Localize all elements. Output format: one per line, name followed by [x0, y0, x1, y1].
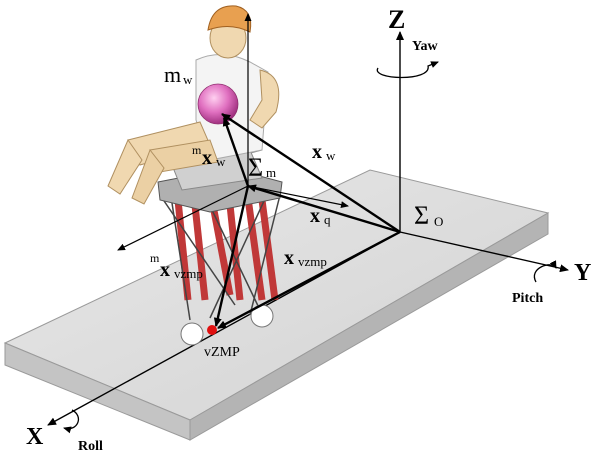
robot-and-rider	[107, 5, 283, 346]
label-x-vzmp: x	[284, 247, 294, 269]
label-axis-x: X	[26, 424, 44, 450]
vector-m-x-vzmp	[213, 185, 250, 327]
vector-x-vzmp	[217, 230, 401, 330]
label-x-vzmp-sub: vzmp	[298, 254, 327, 269]
label-x-w: x	[312, 141, 322, 163]
rotation-arcs	[63, 61, 557, 434]
parallel-link-legs	[159, 184, 281, 321]
label-m-x-vzmp-pre: m	[150, 251, 160, 265]
label-m-x-vzmp-sub: vzmp	[174, 266, 203, 281]
label-x-q: x	[310, 205, 320, 227]
local-y-axis	[247, 185, 349, 209]
vector-m-x-w	[222, 117, 250, 187]
label-axis-z: Z	[388, 5, 405, 34]
vector-x-w	[221, 112, 401, 234]
label-yaw: Yaw	[412, 39, 439, 54]
foot-sphere-left	[180, 322, 204, 346]
label-sigma-o-sub: O	[434, 214, 443, 229]
label-axis-y: Y	[574, 260, 591, 286]
label-m-x-w-sub: w	[216, 154, 226, 169]
label-sigma-m: Σ	[248, 153, 263, 182]
position-vectors	[213, 112, 401, 330]
vector-x-q	[247, 184, 401, 234]
label-m-w-sub: w	[183, 72, 193, 87]
label-vzmp: vZMP	[204, 345, 240, 360]
label-pitch: Pitch	[512, 291, 543, 306]
vzmp-point	[207, 325, 217, 335]
roll-arc-icon	[63, 409, 80, 434]
mass-sphere	[197, 83, 239, 125]
label-roll: Roll	[78, 439, 103, 452]
label-sigma-o: Σ	[414, 201, 429, 230]
yaw-arc-icon	[376, 61, 439, 79]
rider-arm	[249, 69, 280, 129]
label-m-x-vzmp: x	[160, 259, 170, 281]
rider-leg2-lower	[131, 148, 165, 205]
label-m-x-w: x	[202, 147, 212, 169]
axis-y-line	[399, 231, 569, 273]
label-x-q-sub: q	[324, 212, 331, 227]
label-sigma-m-sub: m	[266, 165, 276, 180]
label-m-x-w-pre: m	[192, 143, 202, 157]
labels: Z Yaw Y Pitch X Roll Σ O Σ m m w x w m x…	[26, 5, 591, 452]
local-x-axis	[117, 185, 249, 251]
local-frame-m	[117, 13, 349, 251]
rider-leg-lower	[107, 138, 143, 195]
label-m-w: m	[164, 62, 181, 87]
pitch-arc-icon	[533, 260, 557, 283]
label-x-w-sub: w	[326, 148, 336, 163]
